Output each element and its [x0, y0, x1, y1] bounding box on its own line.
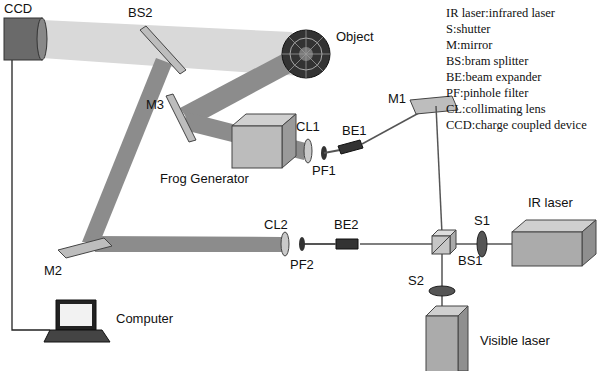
legend-line: BS:bram splitter [446, 54, 528, 68]
reference-beam [82, 58, 172, 242]
beam [360, 243, 432, 245]
component-label: BS1 [458, 254, 483, 269]
visible-laser [426, 306, 468, 371]
beam [441, 254, 443, 308]
object-disc [282, 30, 330, 78]
beam-splitter [140, 26, 186, 74]
signal-wire [12, 60, 50, 330]
legend-line: IR laser:infrared laser [446, 6, 555, 20]
beam-splitter-cube [432, 230, 456, 254]
beam [436, 106, 442, 234]
component-label: PF1 [312, 164, 336, 179]
component-label: BE1 [342, 124, 367, 139]
shutter [429, 286, 455, 296]
component-label: CL2 [264, 218, 288, 233]
component-label: M1 [388, 92, 406, 107]
component-label: Visible laser [480, 334, 550, 349]
reference-beam [90, 236, 282, 252]
component-label: M3 [146, 98, 164, 113]
pinhole-filter [299, 237, 305, 251]
legend-line: CL:collimating lens [446, 102, 546, 116]
collimating-lens [304, 139, 312, 163]
ccd-face [37, 18, 47, 60]
component-label: BS2 [128, 6, 153, 21]
legend-line: PF:pinhole filter [446, 86, 528, 100]
laptop [44, 300, 110, 342]
component-label: Computer [116, 312, 173, 327]
beam-expander [338, 140, 363, 154]
frog-generator [232, 114, 296, 168]
component-label: M2 [44, 264, 62, 279]
component-label: PF2 [290, 258, 314, 273]
component-label: CCD [4, 2, 32, 17]
component-label: S2 [408, 274, 424, 289]
component-label: S1 [474, 214, 490, 229]
ccd-camera [4, 18, 42, 60]
mirror [58, 238, 112, 258]
legend-line: BE:beam expander [446, 70, 541, 84]
component-label: CL1 [296, 120, 320, 135]
component-label: Frog Generator [160, 172, 249, 187]
mirror [166, 94, 196, 142]
component-label: BE2 [334, 218, 359, 233]
beam [300, 243, 336, 245]
collimating-lens [281, 232, 289, 256]
ir-laser [512, 220, 596, 266]
component-label: Object [336, 30, 374, 45]
component-label: IR laser [528, 196, 573, 211]
legend-line: CCD:charge coupled device [446, 118, 587, 132]
legend-line: M:mirror [446, 38, 493, 52]
legend-line: S:shutter [446, 22, 490, 36]
beam-expander [336, 239, 358, 249]
object-illumination-beam [180, 52, 296, 126]
beam [324, 150, 340, 153]
